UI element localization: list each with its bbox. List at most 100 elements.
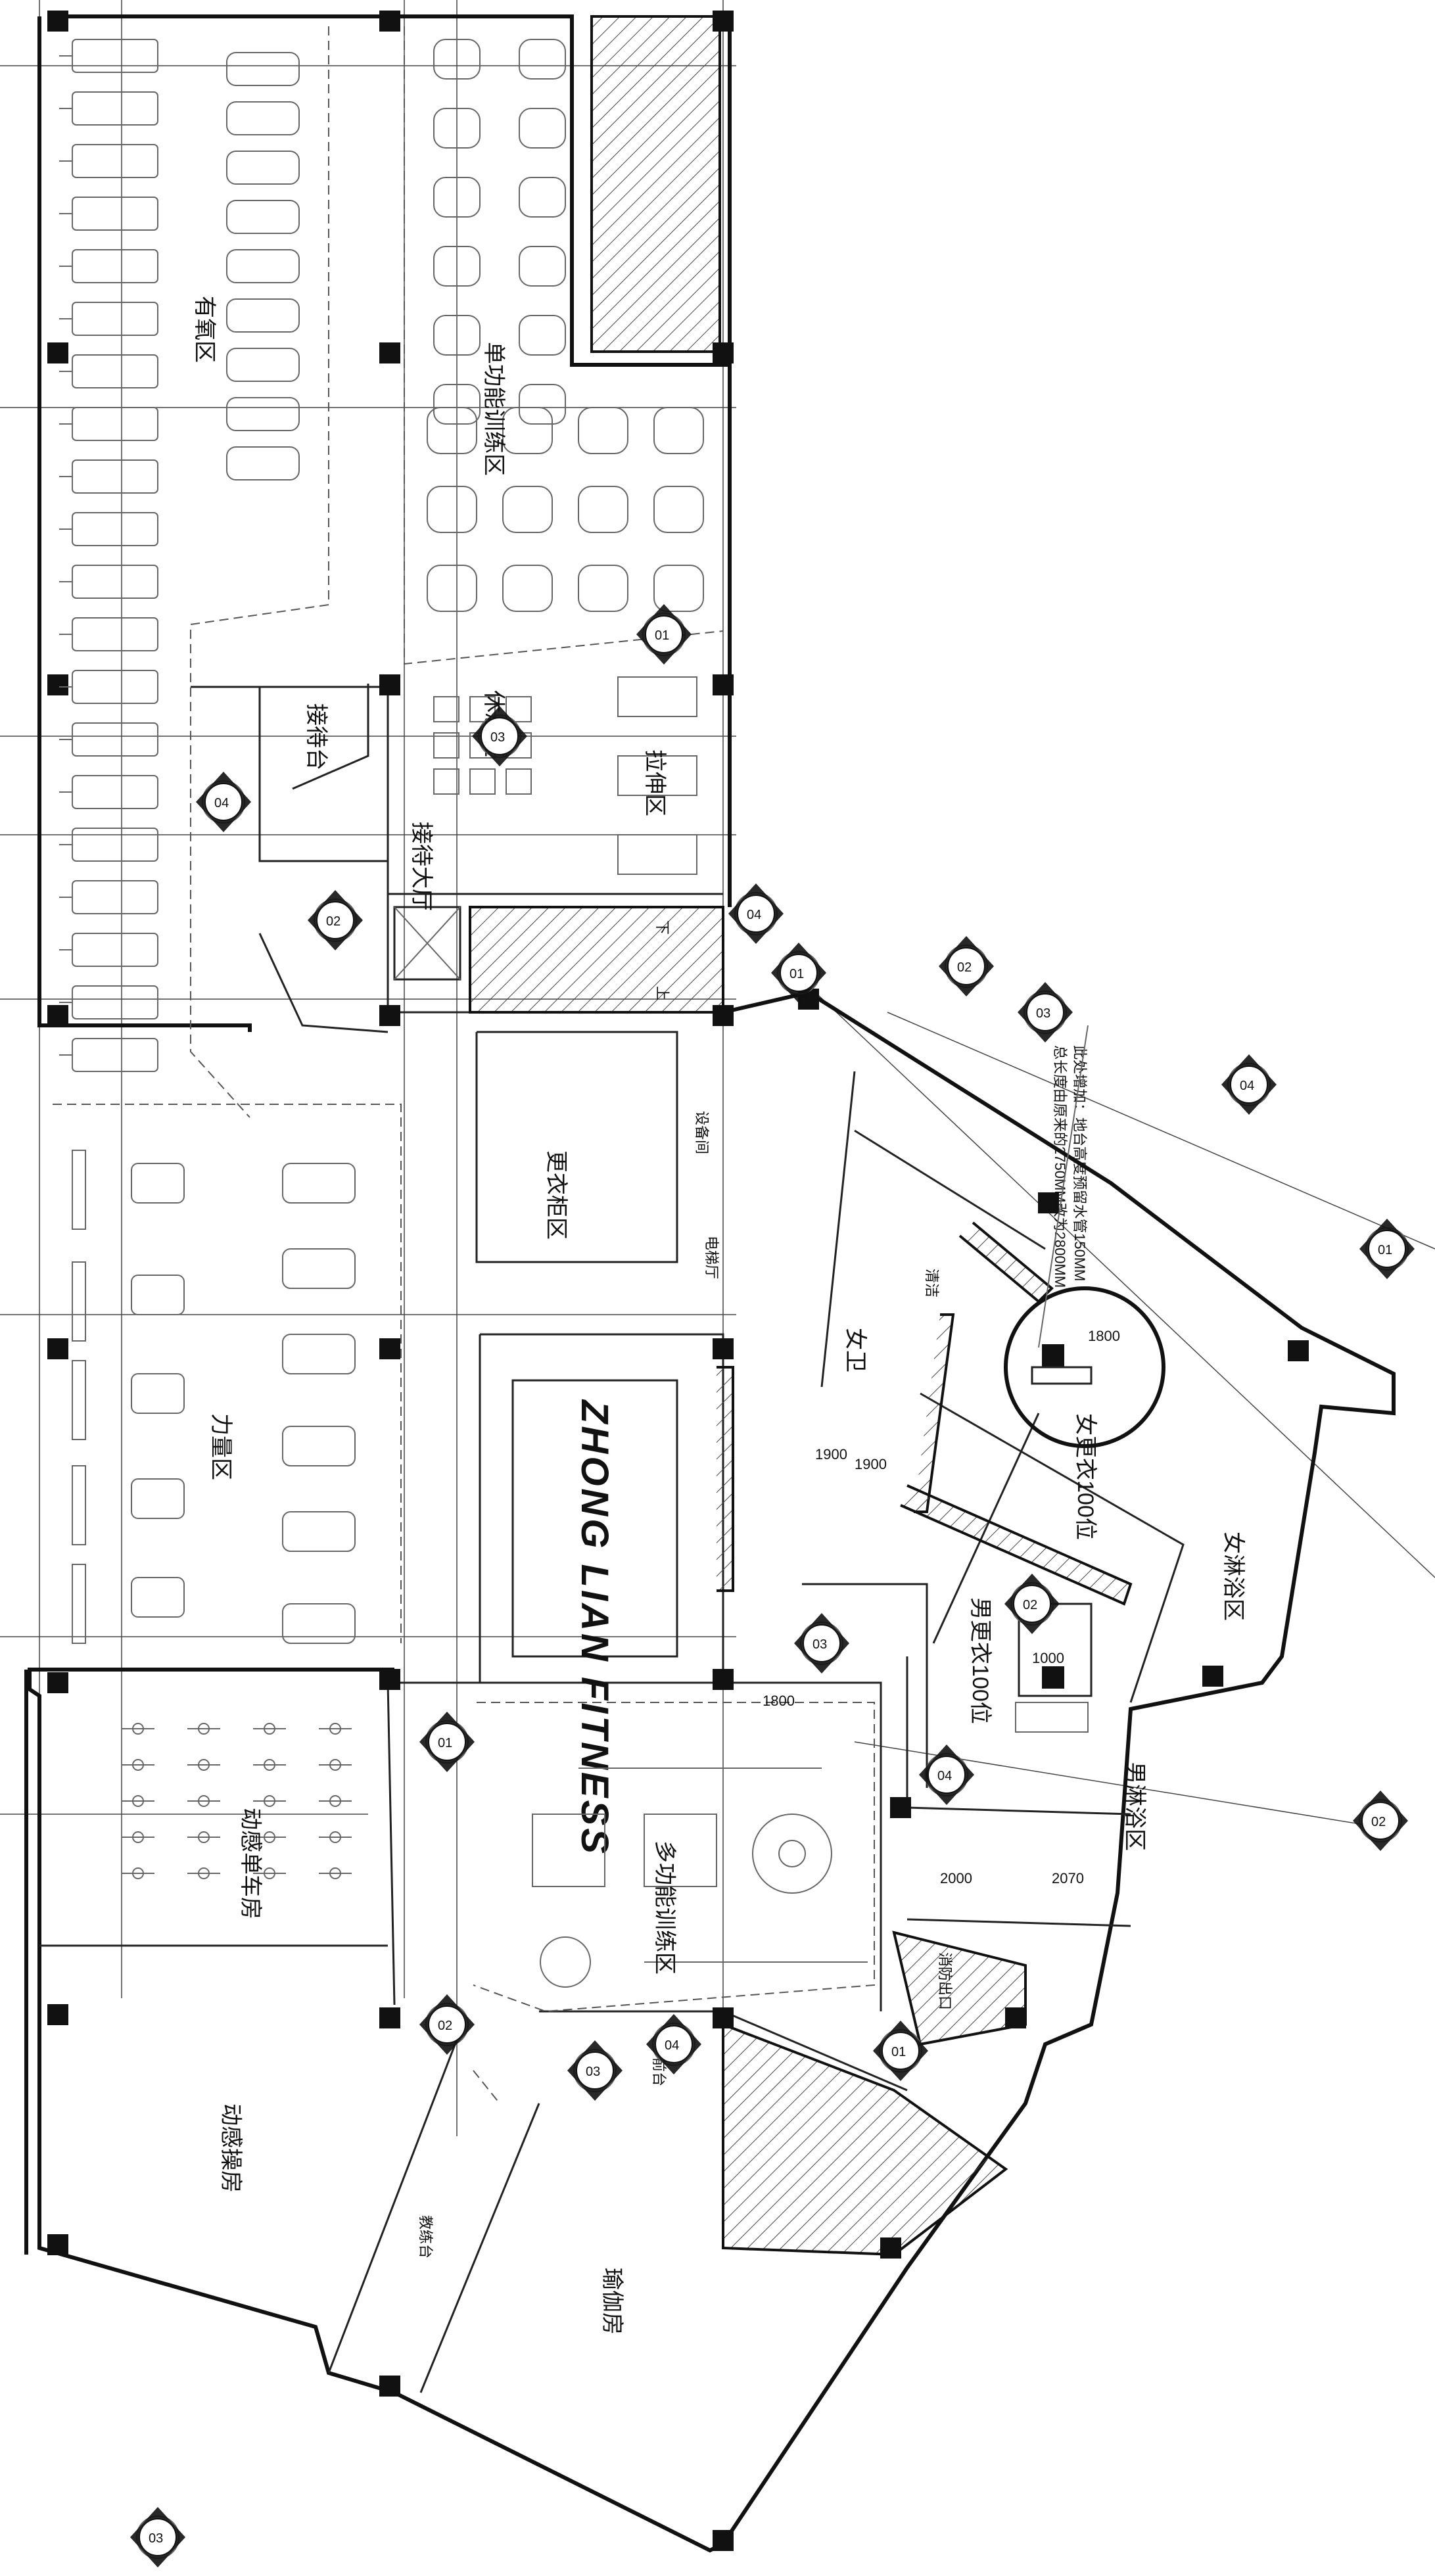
callout-circle-inner (1368, 1230, 1406, 1268)
treadmill (72, 565, 158, 599)
strength-equipment (72, 1150, 356, 1644)
callout-circle-inner (428, 1723, 466, 1761)
structural-column (713, 1005, 734, 1026)
weight-bench (131, 1275, 185, 1315)
callout-marker: 02 (1004, 1574, 1060, 1634)
men-locker-island (1015, 1603, 1093, 1733)
treadmill (72, 1038, 158, 1072)
elliptical (226, 200, 300, 234)
stretch-mat (617, 755, 697, 796)
strength-machine (282, 1163, 356, 1204)
callout-circle-inner (803, 1624, 841, 1662)
training-station (519, 177, 566, 218)
spinning-bike-seat (264, 1795, 275, 1807)
callout-number: 03 (812, 1637, 827, 1652)
lounge-chair (469, 696, 496, 722)
elliptical (226, 52, 300, 86)
structural-column (713, 1338, 734, 1359)
structural-column (47, 1338, 68, 1359)
spinning-bike-seat (264, 1723, 275, 1735)
callout-number: 02 (438, 2019, 452, 2033)
callout-marker: 01 (419, 1712, 475, 1772)
zone-label-fire-exit: 消防出口 (937, 1952, 953, 2010)
elevator (393, 906, 461, 981)
zone-label-coach-desk: 教练台 (417, 2215, 434, 2259)
strength-machine (282, 1248, 356, 1289)
dimension-label: 1900 (855, 1456, 887, 1472)
stretch-mat (617, 834, 697, 875)
treadmill (72, 933, 158, 967)
dumbbell-rack (72, 1360, 86, 1440)
callout-marker: 03 (1018, 982, 1073, 1042)
functional-equipment (427, 39, 704, 875)
dimension-label: 2070 (1052, 1870, 1084, 1886)
weight-bench (131, 1373, 185, 1414)
callout-number: 02 (957, 960, 972, 975)
callout-marker: 01 (636, 604, 692, 665)
treadmill (72, 39, 158, 73)
zone-labels: 有氧区 单功能训练区 接待台 休息区 拉伸区 接待大厅 力量区 更衣柜区 下 上… (192, 296, 1246, 2335)
stretch-mat (617, 676, 697, 717)
callout-circle-inner (1230, 1066, 1268, 1104)
training-station (427, 486, 477, 533)
zone-boundaries (53, 26, 875, 2104)
dumbbell-rack (72, 1150, 86, 1230)
callout-marker: 02 (308, 890, 363, 950)
treadmill (72, 354, 158, 388)
structural-column (1288, 1340, 1309, 1361)
spinning-bike-seat (198, 1867, 210, 1879)
stairwell-south (722, 2023, 1008, 2257)
zone-label-elevator-hall: 电梯厅 (703, 1236, 720, 1279)
spinning-bike-seat (132, 1867, 144, 1879)
structural-column (1202, 1666, 1223, 1687)
structural-column (47, 674, 68, 695)
treadmill (72, 880, 158, 914)
structural-column (713, 674, 734, 695)
structural-column (713, 11, 734, 32)
structural-column (379, 1669, 400, 1690)
note-line-1: 此处增加：地台高度预留水管150MM (1071, 1045, 1088, 1281)
stairwells (469, 15, 1027, 2257)
spinning-bike-seat (132, 1723, 144, 1735)
treadmill (72, 775, 158, 809)
lounge-chair (433, 732, 459, 759)
training-station (519, 315, 566, 356)
dumbbell-rack (72, 1261, 86, 1342)
callout-marker: 01 (1359, 1219, 1415, 1279)
elliptical (226, 101, 300, 135)
elliptical (226, 298, 300, 333)
training-station (519, 384, 566, 425)
zone-label-functional: 单功能训练区 (481, 342, 506, 476)
zone-label-locker-hall: 更衣柜区 (544, 1150, 569, 1240)
zone-label-equipment-room: 设备间 (694, 1111, 710, 1154)
callout-circle-inner (737, 895, 775, 933)
stairwell-north (590, 15, 721, 353)
strength-machine (282, 1603, 356, 1644)
zone-label-men-shower: 男淋浴区 (1122, 1762, 1147, 1851)
callout-marker: 02 (1353, 1791, 1408, 1851)
callout-number: 01 (1378, 1243, 1392, 1257)
callout-number: 01 (891, 2045, 906, 2059)
structural-column (713, 1669, 734, 1690)
zone-label-multifunction: 多功能训练区 (652, 1840, 677, 1975)
spinning-bike-seat (329, 1831, 341, 1843)
dimension-label: 1900 (815, 1446, 847, 1463)
training-station (502, 407, 553, 454)
callout-circle-inner (928, 1756, 966, 1794)
structural-column (1005, 2007, 1026, 2028)
zone-label-meditation: 拉伸区 (642, 749, 667, 816)
treadmill (72, 302, 158, 336)
zone-label-yoga: 瑜伽房 (600, 2268, 624, 2335)
structural-column (379, 11, 400, 32)
structural-column (379, 1338, 400, 1359)
spinning-bike-seat (198, 1759, 210, 1771)
zone-label-lobby: 接待大厅 (409, 822, 434, 911)
treadmill (72, 722, 158, 757)
zone-label-cleaning: 清洁 (924, 1269, 940, 1298)
callout-circle-inner (882, 2032, 920, 2070)
callout-marker: 04 (1221, 1054, 1277, 1115)
callout-number: 04 (937, 1769, 952, 1783)
treadmill (72, 407, 158, 441)
